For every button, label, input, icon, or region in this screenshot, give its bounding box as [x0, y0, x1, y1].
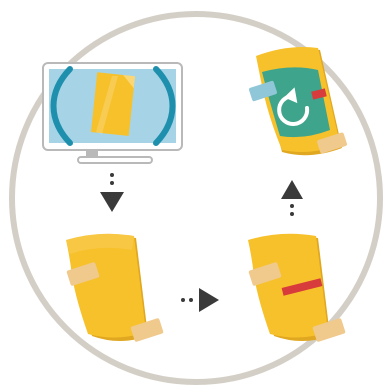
marked-sheet-icon — [248, 234, 346, 342]
monitor-scan-icon — [43, 63, 182, 163]
arrow-up-icon — [281, 180, 303, 216]
arrow-right-icon — [181, 288, 219, 312]
paper-sheet-icon — [66, 234, 164, 342]
refresh-overlay-icon — [248, 47, 347, 155]
arrow-down-icon — [100, 173, 124, 212]
